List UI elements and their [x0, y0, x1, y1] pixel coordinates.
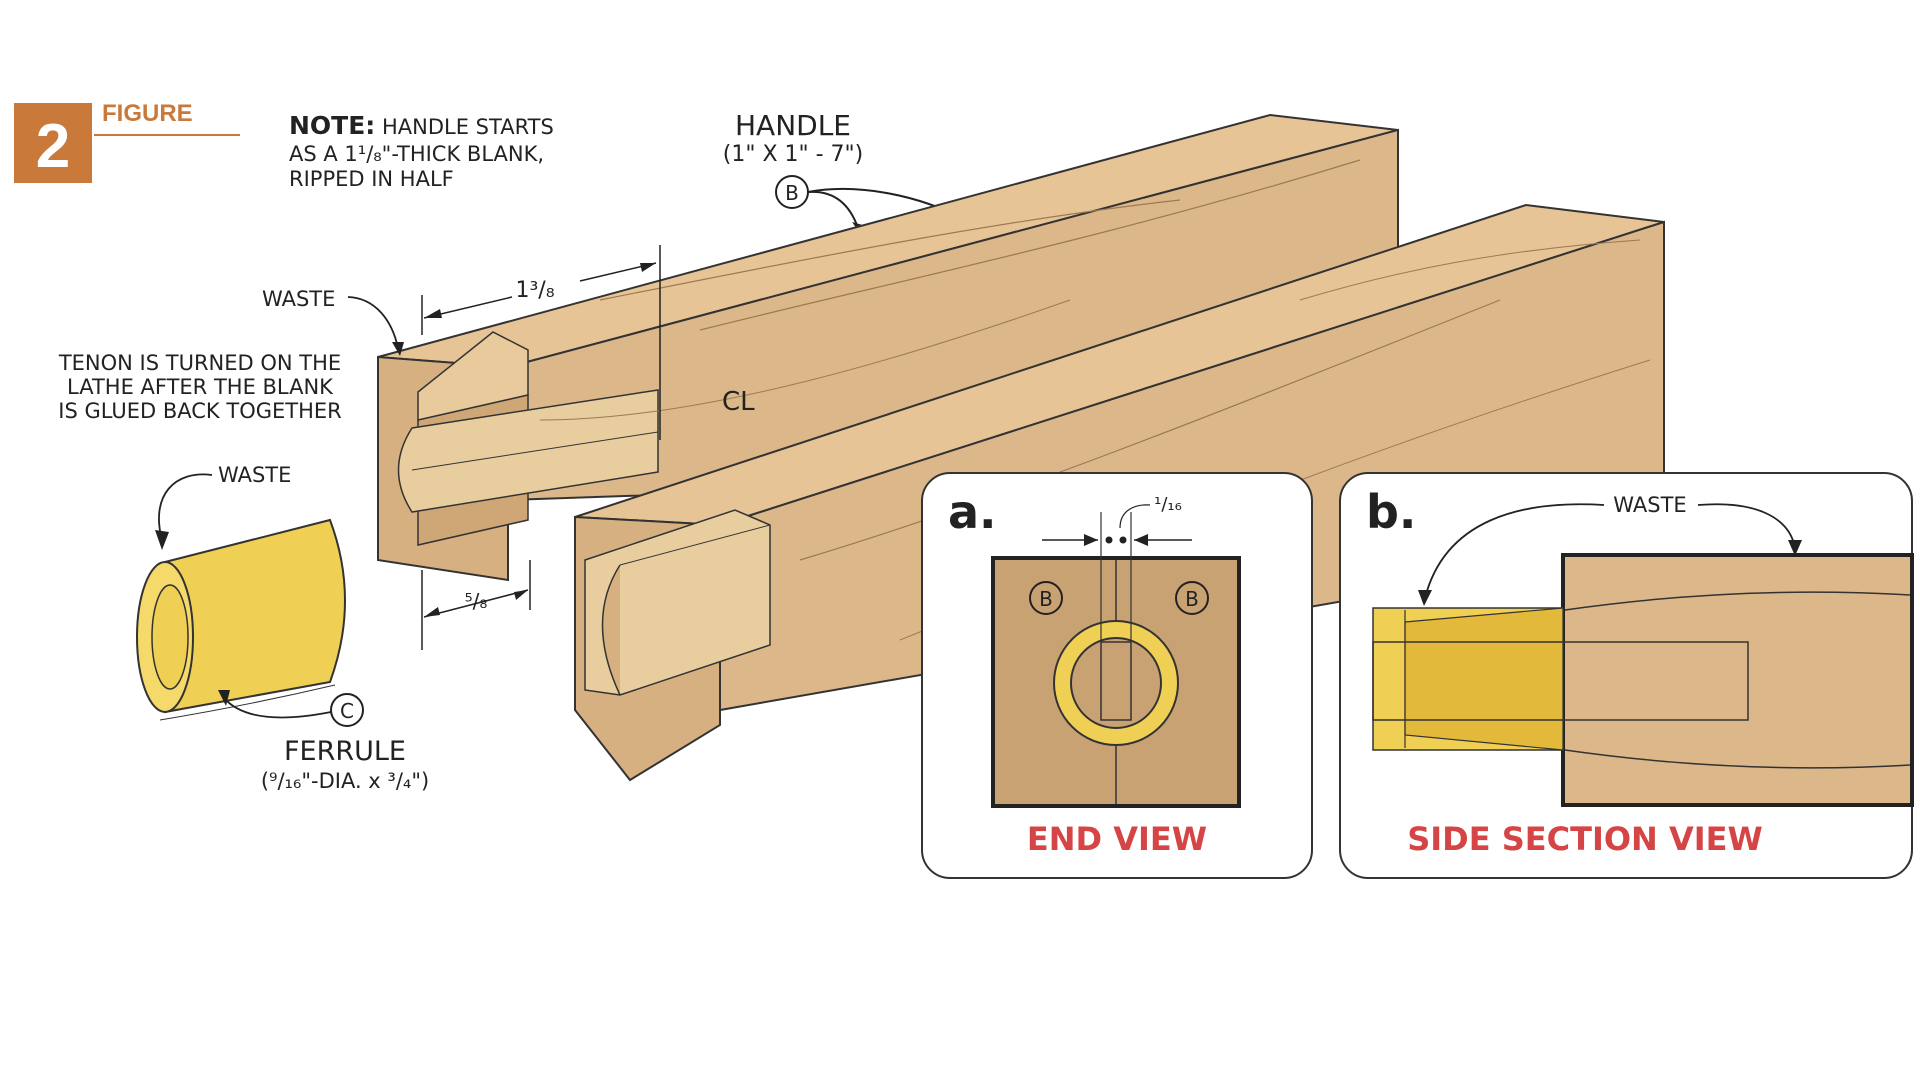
- note-line-2: AS A 1¹/₈"-THICK BLANK,: [289, 142, 544, 166]
- figure-badge: 2 FIGURE: [14, 100, 240, 183]
- ferrule-callout-circle: [330, 693, 364, 727]
- figure-word: FIGURE: [102, 100, 193, 127]
- lower-blank-half: [574, 203, 1665, 782]
- figure-number: 2: [36, 112, 70, 181]
- ferrule-label: C FERRULE (⁹/₁₆"-DIA. x ³/₄"): [218, 690, 429, 793]
- tenon-note-line-2: LATHE AFTER THE BLANK: [67, 375, 334, 399]
- detail-a-gap-dimension: ¹/₁₆: [1154, 494, 1182, 515]
- dimension-shoulder-label: ⁵/₈: [465, 589, 488, 613]
- centerline-mark: CL: [722, 387, 755, 417]
- ferrule-dims: (⁹/₁₆"-DIA. x ³/₄"): [261, 769, 429, 793]
- note-bold: NOTE:: [289, 111, 375, 140]
- note-block: NOTE: HANDLE STARTS AS A 1¹/₈"-THICK BLA…: [289, 111, 554, 191]
- dimension-length: 1³/₈: [421, 245, 661, 440]
- detail-b-waste: WASTE: [1613, 493, 1686, 517]
- ferrule-title: FERRULE: [284, 736, 406, 767]
- ferrule-waste-text: WASTE: [218, 463, 291, 487]
- note-line-3: RIPPED IN HALF: [289, 167, 454, 191]
- handle-callout: B: [785, 181, 799, 205]
- detail-a-letter: a.: [948, 485, 997, 539]
- detail-a-title: END VIEW: [1027, 820, 1207, 858]
- tenon-note: TENON IS TURNED ON THE LATHE AFTER THE B…: [58, 351, 342, 423]
- handle-dims: (1" X 1" - 7"): [723, 142, 864, 167]
- dimension-length-label: 1³/₈: [515, 278, 554, 303]
- detail-b-side-section-view: b. WASTE SIDE SECTION VIEW: [1339, 472, 1914, 879]
- detail-b-title: SIDE SECTION VIEW: [1407, 820, 1763, 858]
- tenon-note-line-3: IS GLUED BACK TOGETHER: [58, 399, 342, 423]
- detail-a-callout-left: B: [1039, 587, 1053, 611]
- tenon-note-line-1: TENON IS TURNED ON THE: [58, 351, 341, 375]
- waste-top-label: WASTE: [262, 287, 404, 356]
- handle-title: HANDLE: [735, 109, 851, 142]
- detail-a-end-view: a. ¹/₁₆ B B END VIEW: [921, 472, 1313, 879]
- detail-b-letter: b.: [1366, 485, 1416, 539]
- ferrule-callout: C: [340, 699, 354, 723]
- detail-a-callout-right: B: [1185, 587, 1199, 611]
- ferrule-waste-label: WASTE: [155, 463, 291, 550]
- note-line-1: HANDLE STARTS: [382, 115, 554, 139]
- waste-top-text: WASTE: [262, 287, 335, 311]
- dimension-shoulder: ⁵/₈: [421, 560, 531, 650]
- ferrule-part: [136, 518, 346, 721]
